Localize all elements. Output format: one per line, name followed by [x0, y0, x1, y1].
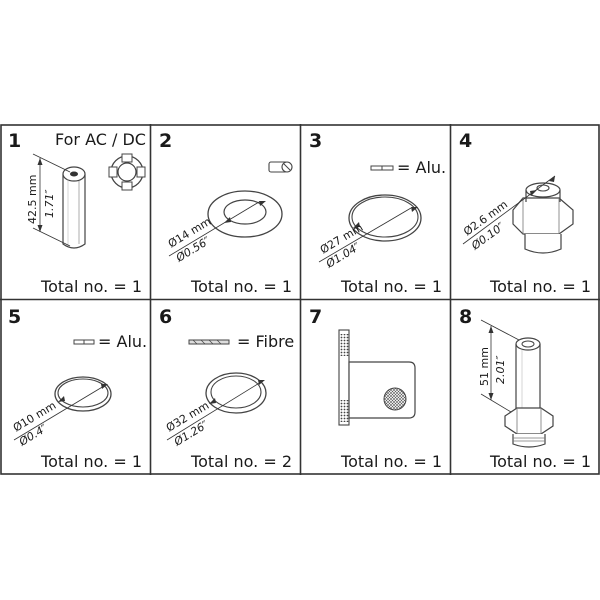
panel-1: 1 For AC / DC 42.5 mm 1.71″ Total no. [0, 124, 151, 300]
panel-4: 4 Ø2.6 mm Ø0.10″ Total no. = 1 [451, 124, 600, 300]
armature-tube-icon: 51 mm 2.01″ [478, 319, 554, 448]
filter-strainer-icon [338, 329, 416, 426]
nozzle-icon: Ø2.6 mm Ø0.10″ [461, 175, 574, 254]
fibre-gasket-icon: Ø32 mm Ø1.26″ [164, 339, 267, 449]
total-count: Total no. = 1 [341, 452, 442, 471]
total-count: Total no. = 1 [41, 277, 142, 296]
coil-tube-icon: 42.5 mm 1.71″ [26, 153, 146, 249]
total-count: Total no. = 1 [191, 277, 292, 296]
panel-number: 1 [8, 130, 22, 152]
panel-number: 7 [309, 306, 323, 328]
panel-2: 2 Ø14 mm Ø0.56″ Total no. = 1 [151, 124, 301, 300]
panel-8: 8 51 mm 2.01″ Total no. = 1 [451, 300, 600, 475]
panel-number: 8 [459, 306, 473, 328]
material-label: = Alu. [397, 158, 447, 177]
total-count: Total no. = 1 [490, 452, 591, 471]
panel-6: 6 Ø32 mm Ø1.26″ = Fibre Total no. = 2 [151, 300, 301, 475]
material-label: = Fibre [237, 332, 295, 351]
material-label: = Alu. [98, 332, 148, 351]
total-count: Total no. = 1 [341, 277, 442, 296]
panel-7: 7 Total no. = 1 [301, 300, 451, 475]
panel-number: 2 [159, 130, 173, 152]
panel-3: 3 Ø27 mm Ø1.04″ = Alu. Total no. = 1 [301, 124, 451, 300]
panel-number: 5 [8, 306, 22, 328]
panel-number: 4 [459, 130, 473, 152]
total-count: Total no. = 1 [41, 452, 142, 471]
total-count: Total no. = 1 [490, 277, 591, 296]
panel-number: 3 [309, 130, 323, 152]
panel-5: 5 Ø10 mm Ø0.4″ = Alu. Total no. = 1 [0, 300, 151, 475]
dimension-inch: 1.71″ [43, 189, 56, 218]
gasket-ring-icon: Ø27 mm Ø1.04″ [318, 165, 422, 271]
panel-note: For AC / DC [55, 130, 146, 149]
spare-parts-grid: 1 For AC / DC 42.5 mm 1.71″ Total no. [0, 124, 600, 475]
panel-number: 6 [159, 306, 173, 328]
washer-icon: Ø14 mm Ø0.56″ [166, 161, 293, 265]
dimension-mm: 51 mm [478, 347, 491, 386]
dimension-mm: 42.5 mm [26, 175, 39, 224]
dimension-inch: 2.01″ [494, 355, 507, 384]
gasket-ring-icon: Ø10 mm Ø0.4″ [11, 339, 112, 449]
total-count: Total no. = 2 [191, 452, 292, 471]
